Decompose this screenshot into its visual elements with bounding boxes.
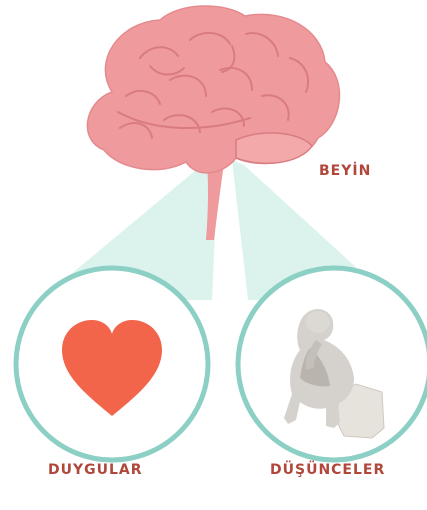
brain-icon xyxy=(87,6,339,240)
brain-label: BEYİN xyxy=(319,163,371,179)
emotions-label: DUYGULAR xyxy=(48,462,143,478)
thoughts-label: DÜŞÜNCELER xyxy=(270,462,385,478)
